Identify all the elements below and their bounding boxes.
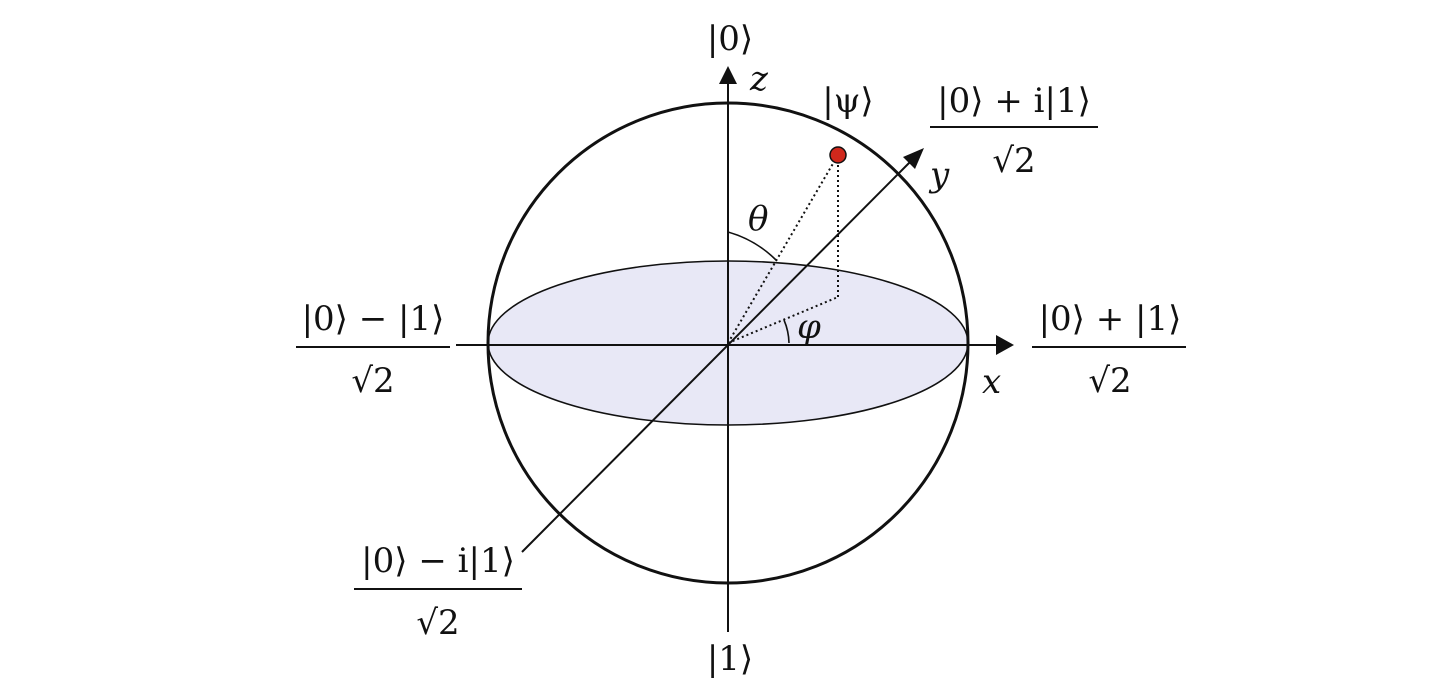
- plus-numerator: |0⟩ + |1⟩: [1039, 299, 1182, 339]
- minus-state-label: |0⟩ − |1⟩ √2: [296, 299, 450, 401]
- minus-numerator: |0⟩ − |1⟩: [302, 299, 445, 339]
- y-axis-arrowhead: [903, 148, 924, 169]
- z-axis-arrowhead: [719, 66, 737, 84]
- plus-i-denominator: √2: [992, 141, 1035, 181]
- plus-i-numerator: |0⟩ + i|1⟩: [937, 81, 1091, 121]
- state-point-psi: [829, 146, 847, 164]
- y-axis: [521, 159, 913, 553]
- psi-vector-line: [727, 154, 839, 344]
- theta-label: θ: [748, 199, 768, 239]
- axis-label-z: z: [749, 59, 769, 99]
- plus-i-state-label: |0⟩ + i|1⟩ √2: [930, 81, 1098, 181]
- state-zero-label: |0⟩: [707, 19, 753, 59]
- minus-i-denominator: √2: [416, 603, 459, 643]
- state-psi-label: |ψ⟩: [822, 81, 873, 121]
- x-axis-arrowhead: [996, 335, 1014, 355]
- minus-i-state-label: |0⟩ − i|1⟩ √2: [354, 541, 522, 643]
- axis-label-y: y: [928, 155, 950, 195]
- plus-denominator: √2: [1088, 361, 1131, 401]
- phi-label: φ: [797, 307, 821, 347]
- axis-label-x: x: [982, 362, 1001, 402]
- minus-denominator: √2: [351, 361, 394, 401]
- plus-state-label: |0⟩ + |1⟩ √2: [1032, 299, 1186, 401]
- theta-arc: [727, 231, 777, 261]
- state-one-label: |1⟩: [707, 639, 753, 679]
- minus-i-numerator: |0⟩ − i|1⟩: [361, 541, 515, 581]
- phi-arc: [783, 319, 790, 344]
